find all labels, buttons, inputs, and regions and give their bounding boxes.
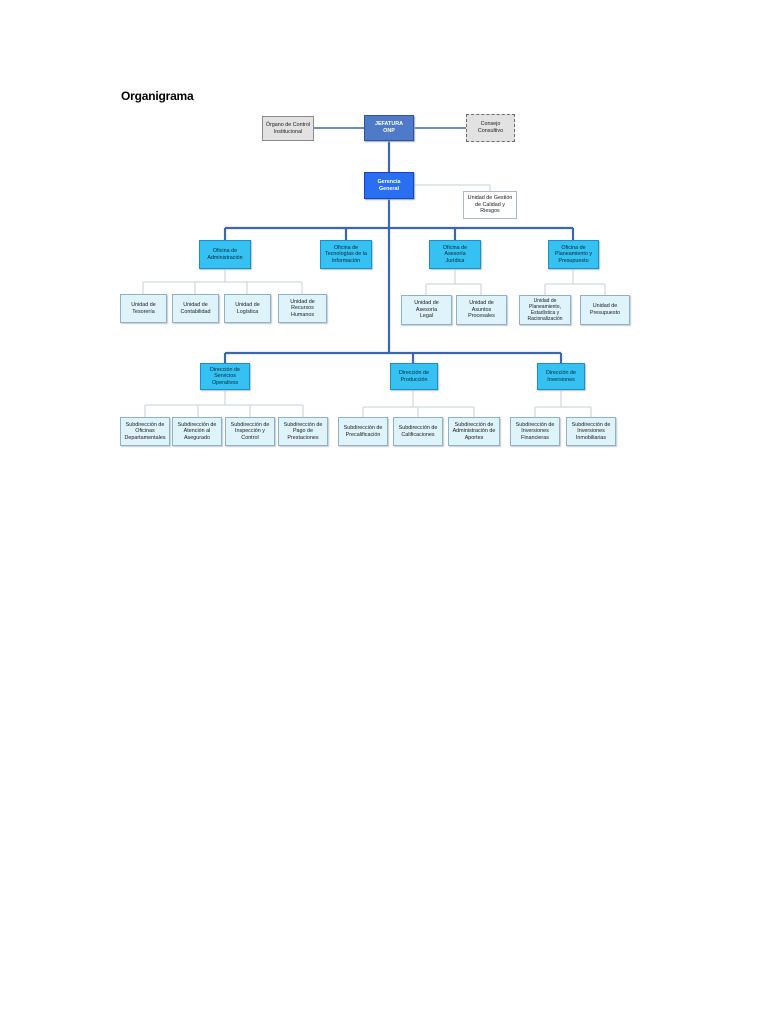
subdireccion-precalificacion-box: Subdirección de Precalificación [338,417,388,446]
subdireccion-inmobiliarias-box: Subdirección de Inversiones Inmobiliaria… [566,417,616,446]
direccion-produccion-box: Dirección de Producción [390,363,438,390]
jefatura-box: JEFATURA ONP [364,115,414,141]
calidad-riesgos-box: Unidad de Gestión de Calidad y Riesgos [463,191,517,219]
unidad-asesoria-legal-box: Unidad de Asesoría Legal [401,295,452,325]
page-title: Organigrama [121,89,194,103]
unidad-rrhh-box: Unidad de Recursos Humanos [278,294,327,323]
unidad-contabilidad-box: Unidad de Contabilidad [172,294,219,323]
oficina-administracion-box: Oficina de Administración [199,240,251,269]
subdireccion-oficinas-box: Subdirección de Oficinas Departamentales [120,417,170,446]
subdireccion-inspeccion-box: Subdirección de Inspección y Control [225,417,275,446]
unidad-tesoreria-box: Unidad de Tesorería [120,294,167,323]
subdireccion-calificaciones-box: Subdirección de Calificaciones [393,417,443,446]
oficina-tecnologias-box: Oficina de Tecnologías de la Información [320,240,372,269]
unidad-asuntos-procesales-box: Unidad de Asuntos Procesales [456,295,507,325]
oficina-asesoria-box: Oficina de Asesoría Jurídica [429,240,481,269]
subdireccion-financieras-box: Subdirección de Inversiones Financieras [510,417,560,446]
consejo-consultivo-box: Consejo Consultivo [466,114,515,142]
unidad-racionalizacion-box: Unidad de Planeamiento, Estadística y Ra… [519,295,571,325]
organo-control-box: Órgano de Control Institucional [262,116,314,141]
unidad-presupuesto-box: Unidad de Presupuesto [580,295,630,325]
oficina-planeamiento-box: Oficina de Planeamiento y Presupuesto [548,240,599,269]
subdireccion-atencion-box: Subdirección de Atención al Asegurado [172,417,222,446]
direccion-inversiones-box: Dirección de Inversiones [537,363,585,390]
unidad-logistica-box: Unidad de Logística [224,294,271,323]
subdireccion-pago-box: Subdirección de Pago de Prestaciones [278,417,328,446]
subdireccion-aportes-box: Subdirección de Administración de Aporte… [448,417,500,446]
gerencia-general-box: Gerencia General [364,172,414,199]
direccion-servicios-box: Dirección de Servicios Operativos [200,363,250,390]
